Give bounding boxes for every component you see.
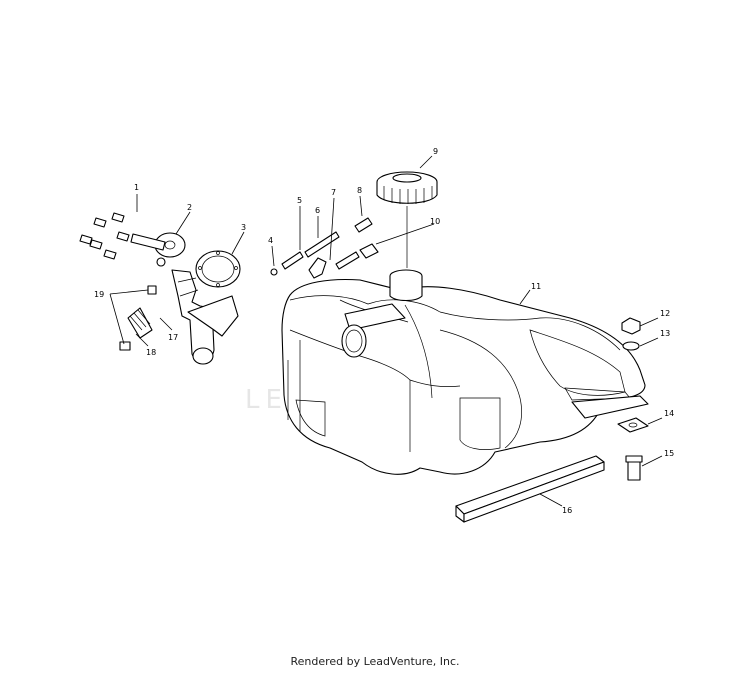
callout-8: 8 [357, 186, 362, 195]
callout-5: 5 [297, 196, 302, 205]
callout-10: 10 [430, 217, 440, 226]
fuel-tank [281, 269, 649, 475]
gasket [195, 250, 241, 288]
callout-2: 2 [187, 203, 192, 212]
callout-9: 9 [433, 147, 438, 156]
callout-16: 16 [562, 506, 572, 515]
callout-15: 15 [664, 449, 674, 458]
callout-7: 7 [331, 188, 336, 197]
fuel-pump-assembly [130, 232, 239, 365]
callout-13: 13 [660, 329, 670, 338]
leader-lines [109, 155, 663, 507]
footer-credit: Rendered by LeadVenture, Inc. [290, 655, 460, 668]
callout-18: 18 [146, 348, 156, 357]
callout-1: 1 [134, 183, 139, 192]
callout-6: 6 [315, 206, 320, 215]
gas-cap [376, 171, 438, 204]
callout-11: 11 [531, 282, 541, 291]
small-fittings [270, 217, 379, 279]
callout-12: 12 [660, 309, 670, 318]
hose-fitting [119, 285, 157, 351]
callout-3: 3 [241, 223, 246, 232]
screws [79, 212, 130, 260]
callout-17: 17 [168, 333, 178, 342]
callout-19: 19 [94, 290, 104, 299]
callout-labels: 1 2 3 4 5 6 7 8 9 10 11 12 13 14 15 16 1… [94, 147, 674, 515]
callout-4: 4 [268, 236, 273, 245]
bracket-and-bolt [617, 417, 649, 481]
nut-and-washer [621, 317, 641, 351]
callout-14: 14 [664, 409, 674, 418]
foam-strip [455, 455, 605, 523]
